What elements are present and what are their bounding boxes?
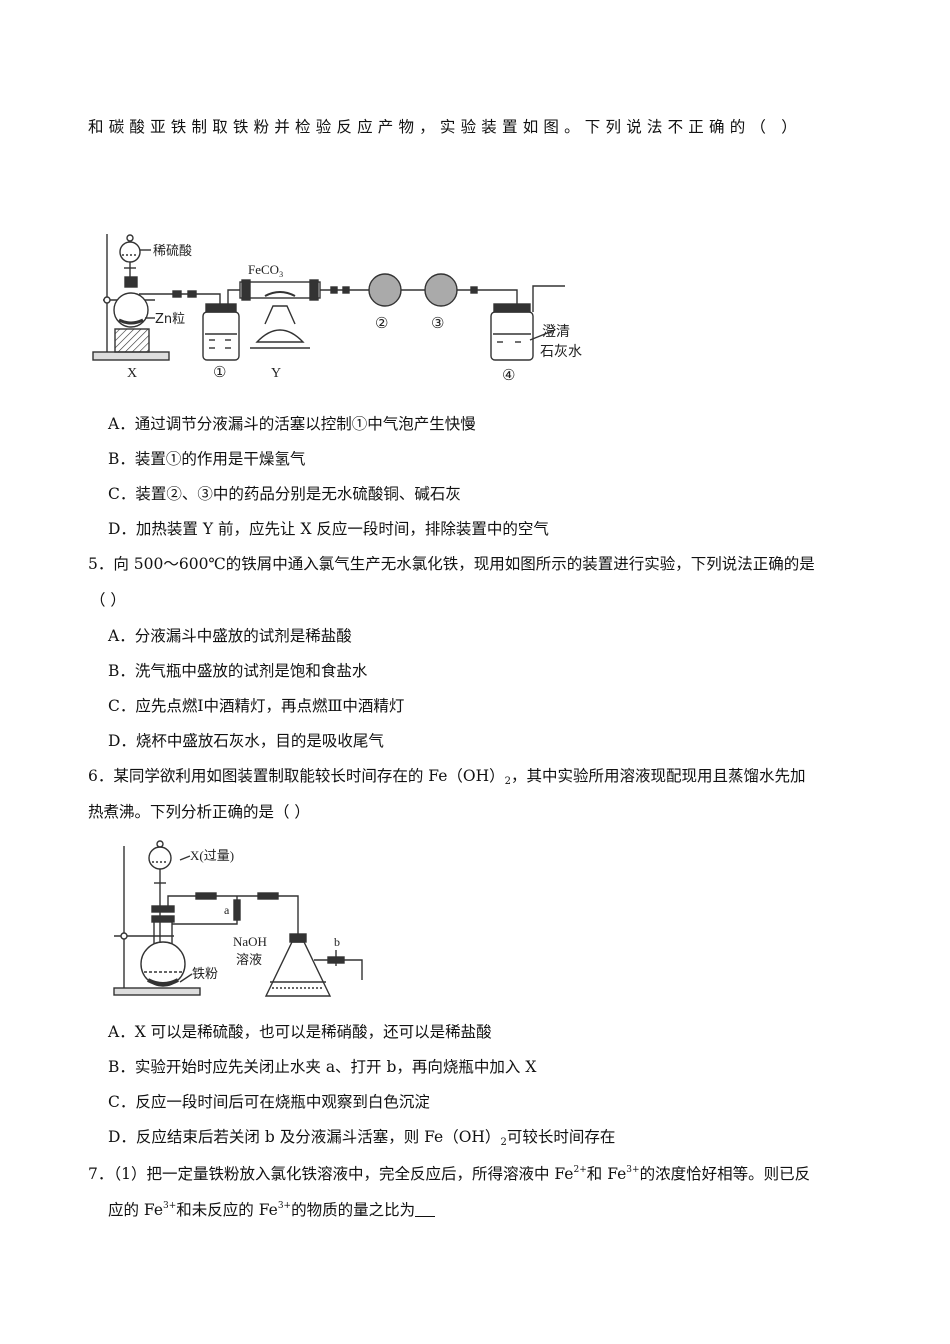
q6-option-a: A．X 可以是稀硫酸，也可以是稀硝酸，还可以是稀盐酸 xyxy=(108,1023,492,1041)
label-x: X xyxy=(127,366,137,381)
q5-option-a: A．分液漏斗中盛放的试剂是稀盐酸 xyxy=(108,627,352,645)
label-4: ④ xyxy=(502,368,515,384)
q6-option-c: C．反应一段时间后可在烧瓶中观察到白色沉淀 xyxy=(108,1093,430,1111)
q6-apparatus-diagram: X(过量) a b NaOH 溶液 铁粉 xyxy=(113,840,363,997)
label-3: ③ xyxy=(431,316,444,332)
label-clear-limewater-2: 石灰水 xyxy=(540,344,582,360)
q5-option-d: D．烧杯中盛放石灰水，目的是吸收尾气 xyxy=(108,732,384,750)
label-clear-limewater-1: 澄清 xyxy=(542,324,570,340)
label-naoh: NaOH xyxy=(233,934,267,949)
q7-line2: 应的 Fe3+和未反应的 Fe3+的物质的量之比为 xyxy=(108,1200,436,1220)
label-solution: 溶液 xyxy=(236,953,262,968)
label-stopcock-b: b xyxy=(334,935,340,949)
label-zn-granules: Zn粒 xyxy=(155,312,185,327)
q5-stem-line2: （ ） xyxy=(90,591,126,609)
q4-stem: 和碳酸亚铁制取铁粉并检验反应产物，实验装置如图。下列说法不正确的（ ） xyxy=(88,118,802,136)
q4-option-a: A．通过调节分液漏斗的活塞以控制①中气泡产生快慢 xyxy=(108,415,476,433)
label-feco3: FeCO3 xyxy=(248,262,283,279)
label-y: Y xyxy=(271,366,281,381)
q4-option-c: C．装置②、③中的药品分别是无水硫酸铜、碱石灰 xyxy=(108,485,461,503)
label-dilute-sulfuric-acid: 稀硫酸 xyxy=(153,244,192,259)
q6-option-d: D．反应结束后若关闭 b 及分液漏斗活塞，则 Fe（OH）2可较长时间存在 xyxy=(108,1128,616,1148)
label-x-excess: X(过量) xyxy=(190,848,234,863)
answer-blank[interactable] xyxy=(415,1202,436,1217)
q7-line1: 7．（1）把一定量铁粉放入氯化铁溶液中，完全反应后，所得溶液中 Fe2+和 Fe… xyxy=(88,1165,811,1183)
q5-option-c: C．应先点燃Ⅰ中酒精灯，再点燃Ⅲ中酒精灯 xyxy=(108,697,405,715)
q6-stem-line1: 6．某同学欲利用如图装置制取能较长时间存在的 Fe（OH）2，其中实验所用溶液现… xyxy=(88,767,806,787)
q4-option-b: B．装置①的作用是干燥氢气 xyxy=(108,450,306,468)
label-iron-powder: 铁粉 xyxy=(192,967,218,982)
q5-stem-line1: 5．向 500～600℃的铁屑中通入氯气生产无水氯化铁，现用如图所示的装置进行实… xyxy=(88,555,815,573)
q6-stem-line2: 热煮沸。下列分析正确的是（ ） xyxy=(88,803,310,821)
label-2: ② xyxy=(375,316,388,332)
q4-apparatus-diagram: 稀硫酸 Zn粒 FeCO3 X ① Y ② ③ ④ 澄清 石灰水 xyxy=(92,234,582,384)
label-clamp-a: a xyxy=(224,903,230,917)
label-1: ① xyxy=(213,365,226,381)
q6-option-b: B．实验开始时应先关闭止水夹 a、打开 b，再向烧瓶中加入 X xyxy=(108,1058,537,1076)
q5-option-b: B．洗气瓶中盛放的试剂是饱和食盐水 xyxy=(108,662,368,680)
q4-option-d: D．加热装置 Y 前，应先让 X 反应一段时间，排除装置中的空气 xyxy=(108,520,549,538)
